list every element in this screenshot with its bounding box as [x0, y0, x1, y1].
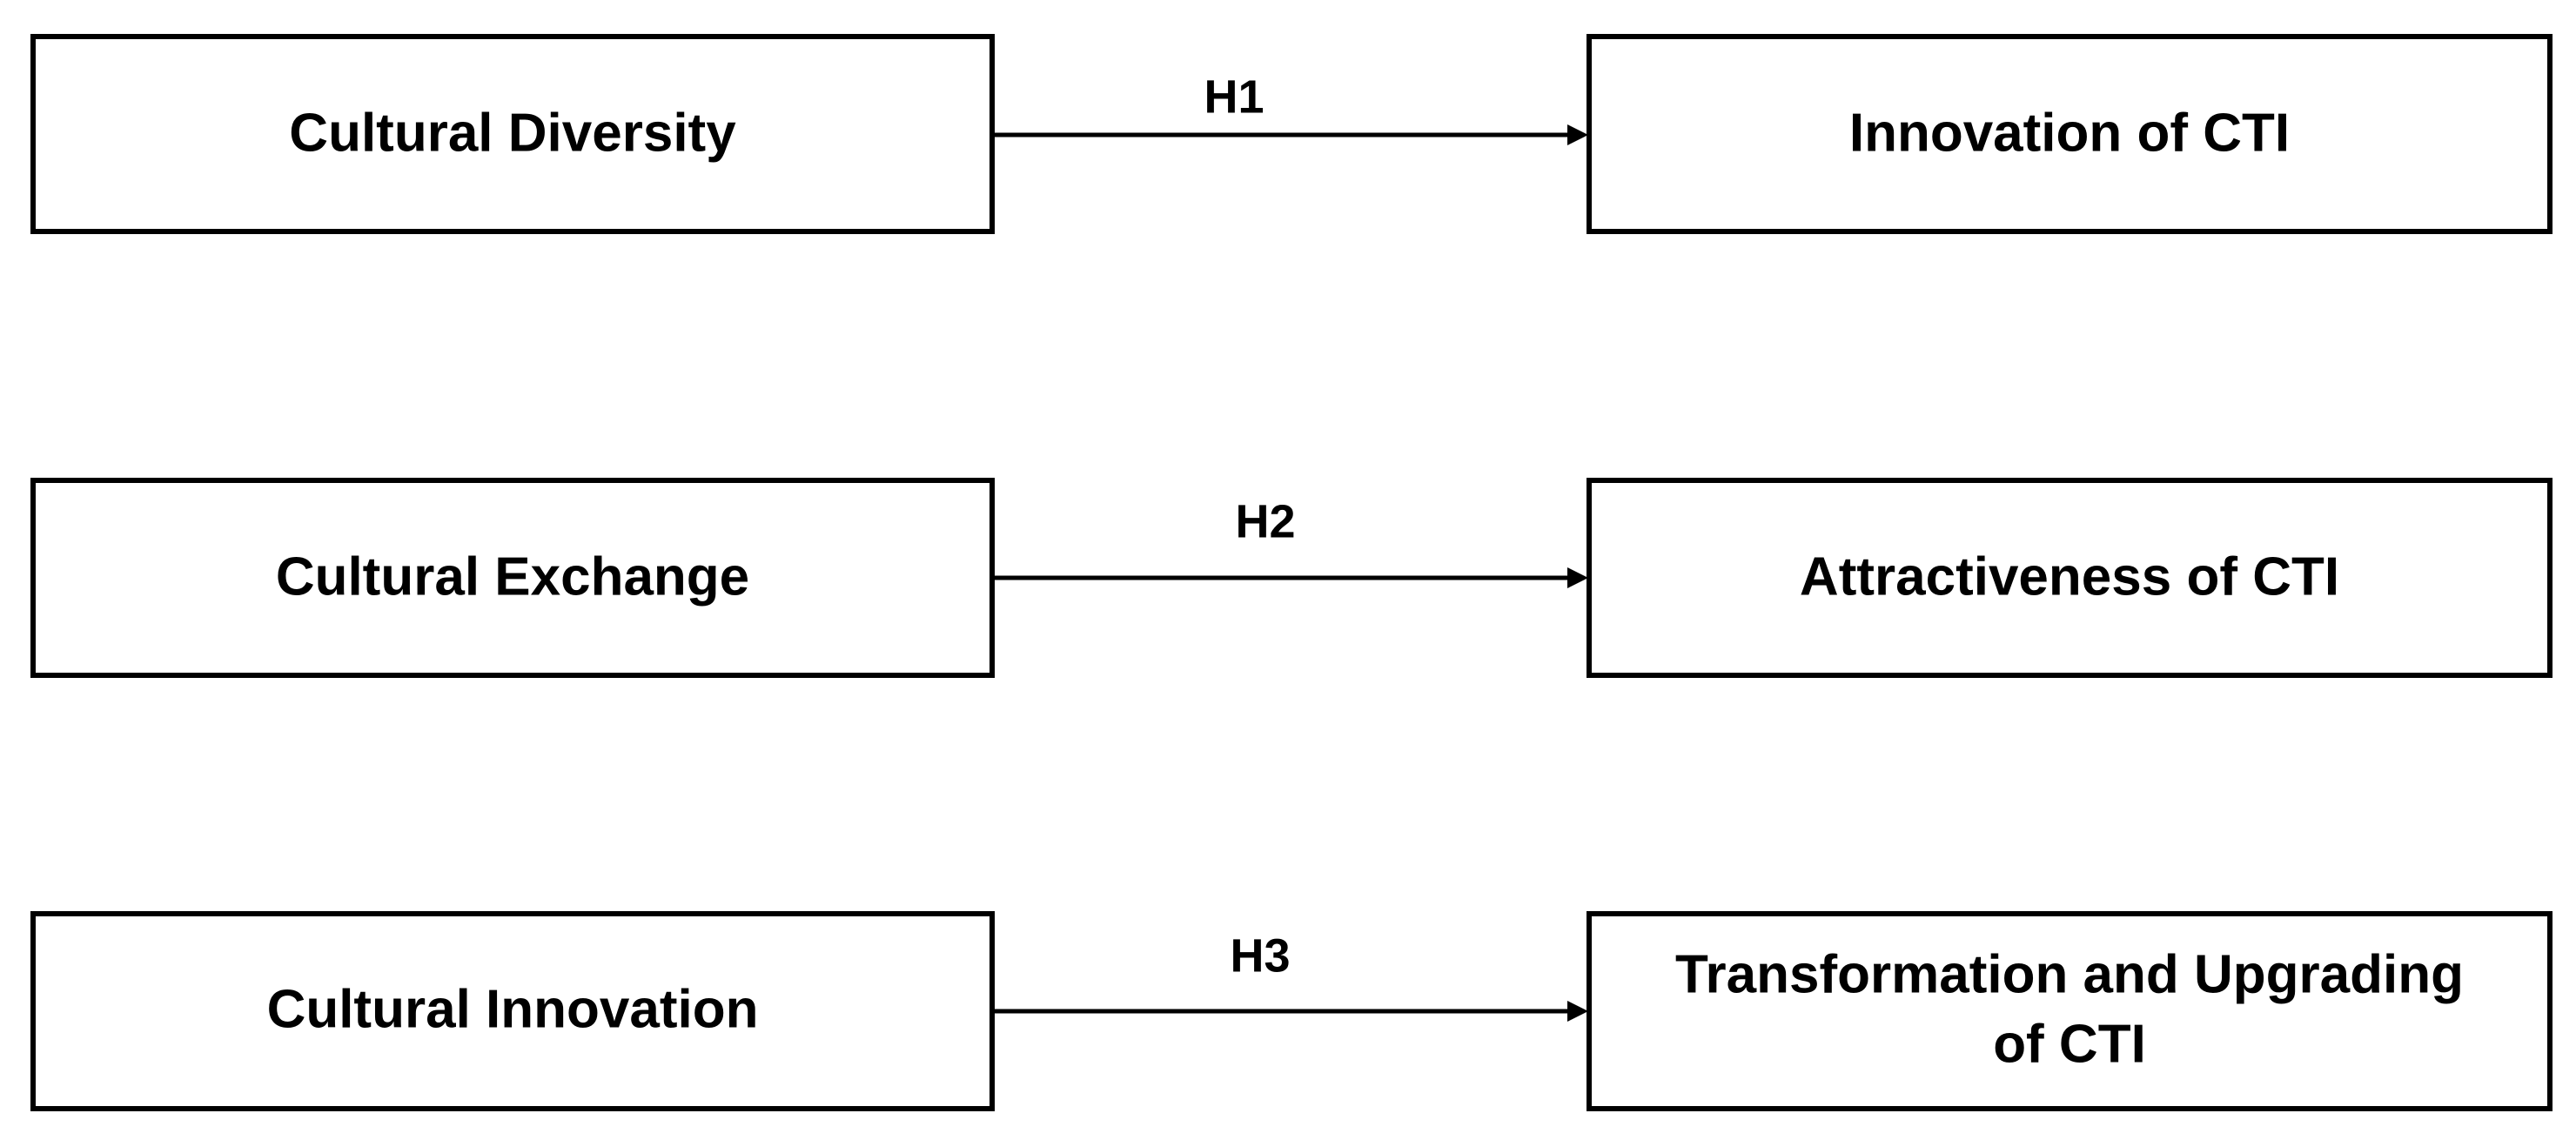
source-label-cultural-diversity: Cultural Diversity	[289, 103, 736, 163]
target-label-transformation-line-1: Transformation and Upgrading	[1675, 944, 2464, 1004]
hypothesis-label-h1: H1	[1204, 70, 1264, 123]
source-box-cultural-exchange	[30, 478, 995, 678]
source-box-cultural-diversity	[30, 34, 995, 234]
source-label-cultural-exchange: Cultural Exchange	[276, 547, 749, 607]
row-h3: Cultural Innovation H3 Transformation an…	[30, 911, 2553, 1111]
row-h1: Cultural Diversity H1 Innovation of CTI	[30, 34, 2553, 234]
arrowhead-h3	[1567, 1001, 1588, 1022]
target-label-attractiveness-of-cti: Attractiveness of CTI	[1800, 547, 2339, 607]
hypothesis-label-h2: H2	[1235, 495, 1295, 547]
row-h2: Cultural Exchange H2 Attractiveness of C…	[30, 478, 2553, 678]
arrowhead-h1	[1567, 124, 1588, 145]
target-box-innovation-of-cti	[1587, 34, 2553, 234]
hypothesis-label-h3: H3	[1230, 929, 1290, 982]
target-box-attractiveness-of-cti	[1587, 478, 2553, 678]
target-box-transformation-and-upgrading	[1587, 911, 2553, 1111]
target-label-transformation-line-2: of CTI	[1993, 1014, 2146, 1074]
arrowhead-h2	[1567, 567, 1588, 588]
source-label-cultural-innovation: Cultural Innovation	[267, 979, 759, 1039]
target-label-innovation-of-cti: Innovation of CTI	[1849, 103, 2290, 163]
